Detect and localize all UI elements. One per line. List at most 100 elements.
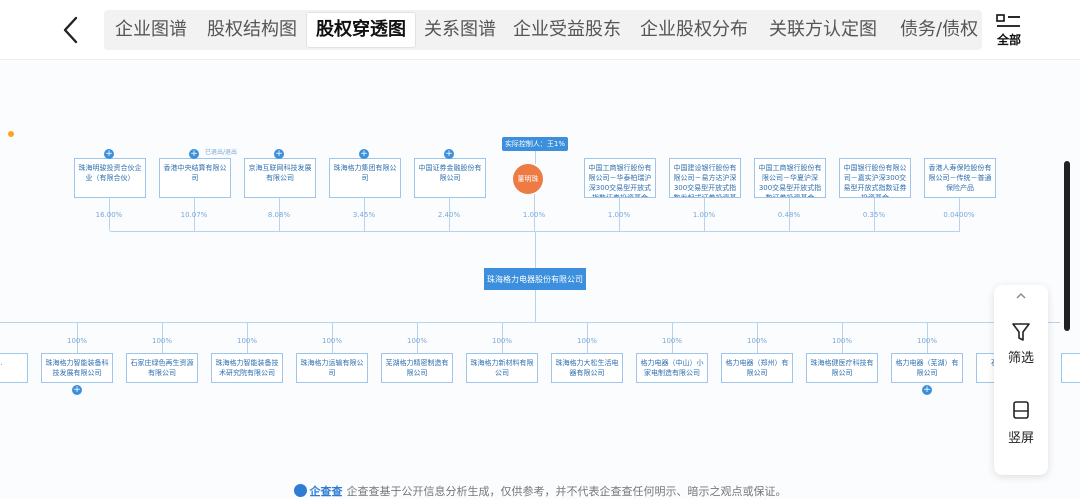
equity-penetration-canvas[interactable]: 实际控制人：王1%(中) 董明珠 珠海明骏投资合伙企业（有限合伙）+16.00%…	[0, 61, 1080, 499]
subsidiary-percent: 100%	[406, 337, 427, 345]
connector-line	[757, 322, 758, 353]
filter-icon	[1012, 323, 1030, 341]
shareholding-percent: 0.0400%	[943, 211, 975, 219]
subsidiary-node[interactable]: 芜湖格力精密制造有限公司	[381, 353, 453, 383]
expand-plus-icon[interactable]: +	[922, 385, 932, 395]
tab-equity-distribution[interactable]: 企业股权分布	[640, 19, 748, 40]
tab-beneficial-shareholders[interactable]: 企业受益股东	[513, 19, 621, 40]
shareholding-percent: 1.00%	[522, 211, 546, 219]
shareholding-percent: 1.00%	[692, 211, 716, 219]
qichacha-logo-icon	[293, 484, 307, 497]
subsidiary-percent: 100%	[491, 337, 512, 345]
shareholder-node[interactable]: 中国工商银行股份有限公司－华夏沪深300交易型开放式指数证券投资基金	[754, 158, 826, 198]
tab-bar: 企业图谱 股权结构图 股权穿透图 关系图谱 企业受益股东 企业股权分布 关联方认…	[104, 10, 982, 50]
expand-plus-icon[interactable]: +	[189, 149, 199, 159]
shareholder-node[interactable]: 香港中央结算有限公司	[159, 158, 231, 198]
subsidiary-bus-line	[0, 322, 1060, 323]
shareholding-percent: 1.00%	[607, 211, 631, 219]
portrait-button-label[interactable]: 竖屏	[1007, 431, 1034, 446]
right-tool-panel: 筛选 竖屏	[994, 285, 1048, 475]
shareholder-node[interactable]: 中国工商银行股份有限公司－华泰柏瑞沪深300交易型开放式指数证券投资基金	[584, 158, 656, 198]
connector-line	[417, 322, 418, 353]
tab-equity-structure[interactable]: 股权结构图	[207, 19, 297, 40]
all-tabs-button[interactable]: 全部	[992, 14, 1026, 47]
subsidiary-percent: 100%	[151, 337, 172, 345]
shareholding-percent: 0.35%	[862, 211, 886, 219]
filter-button-label[interactable]: 筛选	[1007, 351, 1034, 366]
shareholder-tag: 已退出/退出	[205, 149, 238, 156]
subsidiary-node[interactable]: 珠海…	[0, 353, 28, 383]
connector-line	[874, 198, 875, 231]
back-arrow-icon[interactable]	[52, 10, 92, 50]
subsidiary-percent: 100%	[66, 337, 87, 345]
shareholder-node[interactable]: 中国建设银行股份有限公司－易方达沪深300交易型开放式指数发起式证券投资基金	[669, 158, 741, 198]
tab-relation-graph[interactable]: 关系图谱	[424, 19, 496, 40]
shareholding-percent: 16.00%	[95, 211, 123, 219]
shareholder-node[interactable]: 珠海格力集团有限公司	[329, 158, 401, 198]
status-dot	[8, 131, 14, 137]
shareholder-node[interactable]: 香港人寿保险股份有限公司－传统－普通保险产品	[924, 158, 996, 198]
tab-equity-penetration[interactable]: 股权穿透图	[306, 12, 416, 48]
subsidiary-percent: 100%	[746, 337, 767, 345]
expand-plus-icon[interactable]: +	[444, 149, 454, 159]
connector-line	[535, 290, 536, 322]
expand-plus-icon[interactable]: +	[274, 149, 284, 159]
portrait-rotate-icon	[1013, 401, 1029, 419]
subsidiary-node[interactable]: 珠海…	[1061, 353, 1080, 383]
shareholding-percent: 8.08%	[267, 211, 291, 219]
connector-line	[162, 322, 163, 353]
connector-line	[194, 198, 195, 231]
footer-brand: 企查查	[309, 485, 343, 498]
tab-enterprise-graph[interactable]: 企业图谱	[115, 19, 187, 40]
subsidiary-percent: 100%	[916, 337, 937, 345]
shareholder-node[interactable]: 中国银行股份有限公司－嘉实沪深300交易型开放式指数证券投资基金	[839, 158, 911, 198]
shareholder-node[interactable]: 京海互联网科技发展有限公司	[244, 158, 316, 198]
controller-person-node[interactable]: 董明珠	[513, 164, 543, 194]
subsidiary-node[interactable]: 格力电器（中山）小家电制造有限公司	[636, 353, 708, 383]
connector-line	[704, 198, 705, 231]
connector-line	[502, 322, 503, 353]
connector-line	[534, 194, 535, 231]
shareholding-percent: 0.48%	[777, 211, 801, 219]
expand-plus-icon[interactable]: +	[72, 385, 82, 395]
target-company-node[interactable]: 珠海格力电器股份有限公司	[484, 268, 586, 290]
connector-line	[927, 322, 928, 353]
subsidiary-percent: 100%	[831, 337, 852, 345]
tab-debt-credit[interactable]: 债务/债权	[900, 19, 979, 40]
subsidiary-node[interactable]: 珠海格力智能装备科技发展有限公司	[41, 353, 113, 383]
shareholder-node[interactable]: 中国证券金融股份有限公司	[414, 158, 486, 198]
subsidiary-percent: 100%	[661, 337, 682, 345]
actual-controller-badge: 实际控制人：王1%(中)	[502, 137, 568, 162]
chevron-up-icon[interactable]	[1015, 292, 1027, 300]
expand-plus-icon[interactable]: +	[359, 149, 369, 159]
subsidiary-node[interactable]: 珠海格力运输有限公司	[296, 353, 368, 383]
connector-line	[672, 322, 673, 353]
tab-related-party[interactable]: 关联方认定图	[769, 19, 877, 40]
subsidiary-node[interactable]: 珠海格力大松生活电器有限公司	[551, 353, 623, 383]
connector-line	[279, 198, 280, 231]
subsidiary-node[interactable]: 石家庄绿色再生资源有限公司	[126, 353, 198, 383]
connector-line	[535, 231, 536, 268]
connector-line	[109, 198, 110, 231]
vertical-scrollbar[interactable]	[1064, 161, 1070, 331]
connector-line	[449, 198, 450, 231]
footer-disclaimer-text: 企查查基于公开信息分析生成，仅供参考，并不代表企查查任何明示、暗示之观点或保证。	[346, 485, 787, 498]
connector-line	[364, 198, 365, 231]
expand-plus-icon[interactable]: +	[104, 149, 114, 159]
subsidiary-percent: 100%	[576, 337, 597, 345]
subsidiary-node[interactable]: 格力电器（芜湖）有限公司	[891, 353, 963, 383]
subsidiary-node[interactable]: 珠海格力智能装备技术研究院有限公司	[211, 353, 283, 383]
subsidiary-node[interactable]: 珠海格力新材料有限公司	[466, 353, 538, 383]
connector-line	[842, 322, 843, 353]
connector-line	[77, 322, 78, 353]
grid-menu-icon	[996, 14, 1020, 27]
subsidiary-node[interactable]: 格力电器（郑州）有限公司	[721, 353, 793, 383]
connector-line	[332, 322, 333, 353]
connector-line	[789, 198, 790, 231]
shareholder-node[interactable]: 珠海明骏投资合伙企业（有限合伙）	[74, 158, 146, 198]
subsidiary-percent: 100%	[321, 337, 342, 345]
subsidiary-percent: 100%	[236, 337, 257, 345]
subsidiary-node[interactable]: 珠海格健医疗科技有限公司	[806, 353, 878, 383]
connector-line	[535, 151, 536, 164]
